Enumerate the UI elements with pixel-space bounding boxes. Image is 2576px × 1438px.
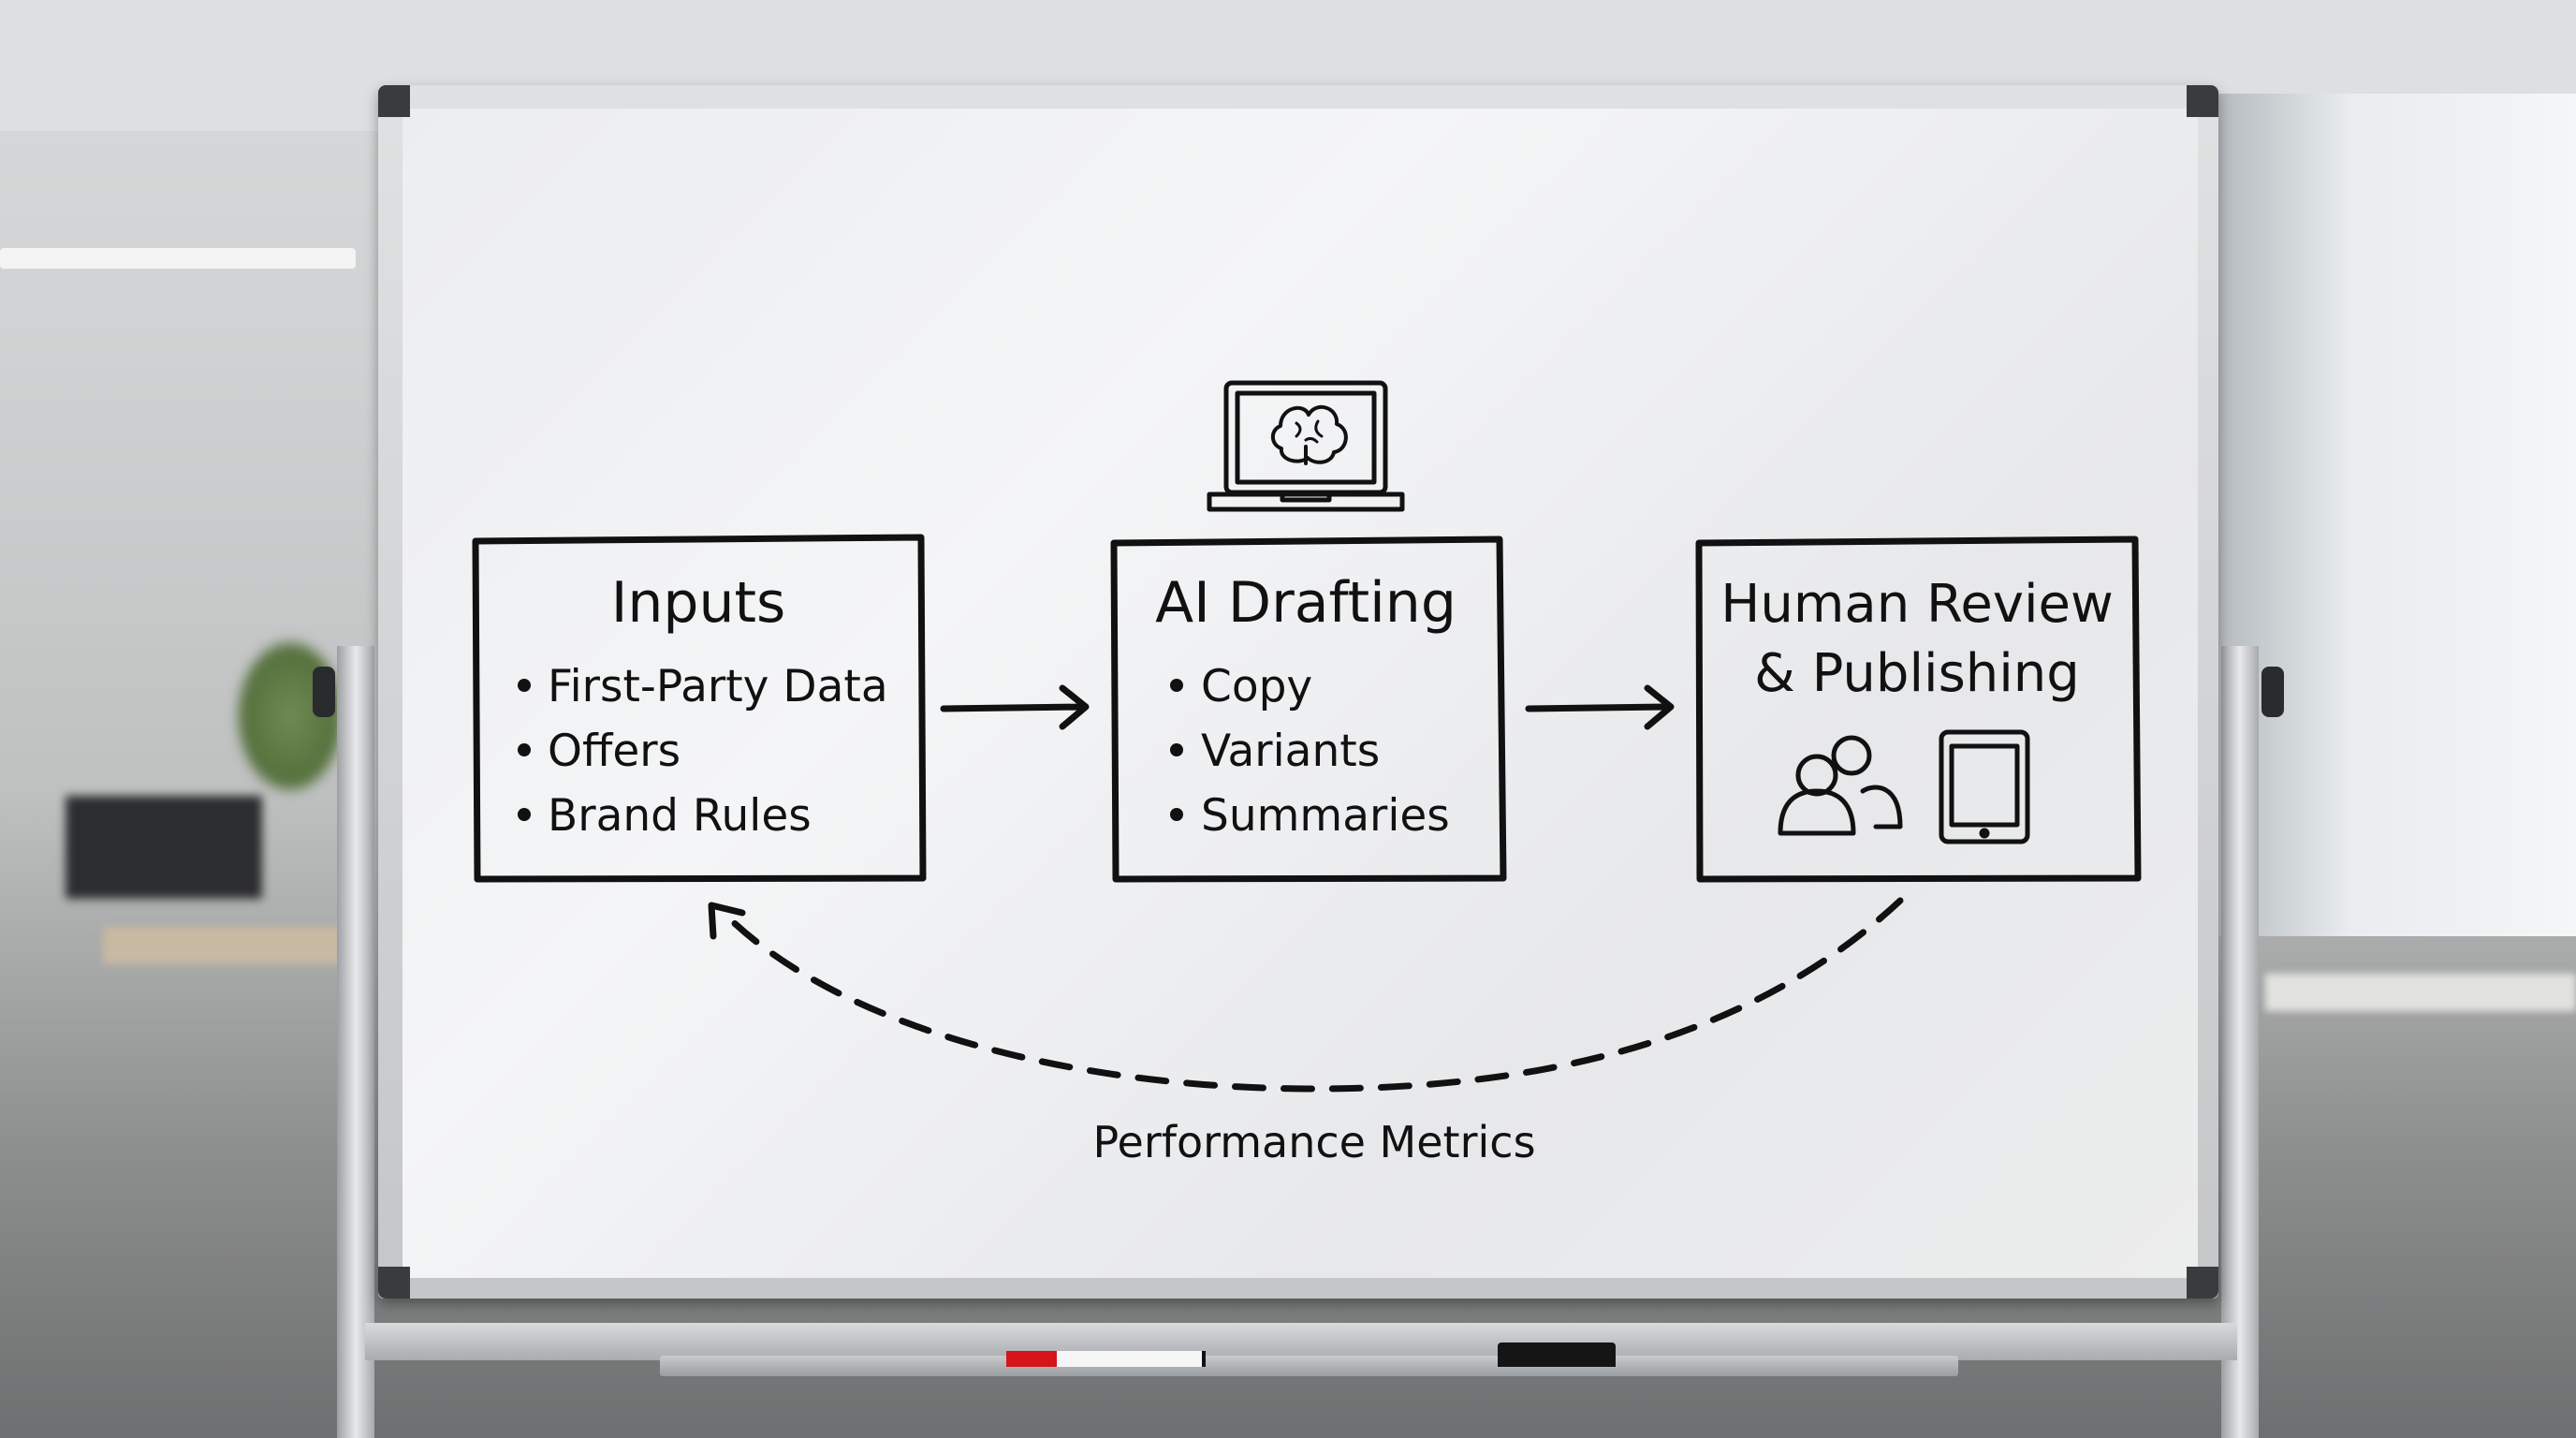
red-marker-cap[interactable] bbox=[1006, 1351, 1057, 1367]
marker-tray bbox=[365, 1323, 2237, 1360]
node-item: Summaries bbox=[1201, 790, 1450, 842]
node-title-ai-drafting: AI Drafting bbox=[1155, 570, 1456, 636]
human-review-box bbox=[1695, 536, 2142, 883]
stand-leg-right bbox=[2221, 646, 2259, 1438]
arrow-ai-to-review bbox=[1525, 684, 1675, 730]
feedback-dashed-arrow bbox=[722, 897, 1904, 1093]
frame-corner bbox=[378, 1267, 410, 1299]
node-item: Variants bbox=[1201, 726, 1380, 777]
node-title-inputs: Inputs bbox=[611, 570, 786, 636]
eraser[interactable] bbox=[1498, 1343, 1616, 1367]
office-window bbox=[2202, 94, 2576, 936]
background-monitor bbox=[66, 796, 262, 899]
frame-corner bbox=[378, 85, 410, 117]
background-desk bbox=[2265, 974, 2576, 1011]
feedback-label: Performance Metrics bbox=[1092, 1117, 1535, 1167]
frame-corner bbox=[2187, 1267, 2218, 1299]
node-item: Offers bbox=[548, 726, 681, 777]
tablet-icon bbox=[1939, 729, 2030, 844]
frame-corner bbox=[2187, 85, 2218, 117]
pivot-knob-right bbox=[2261, 667, 2284, 717]
node-item: First-Party Data bbox=[548, 661, 888, 712]
bullet bbox=[518, 679, 531, 692]
ai-drafting-box bbox=[1110, 536, 1507, 883]
bullet bbox=[1170, 743, 1183, 756]
laptop-brain-icon bbox=[1207, 380, 1405, 512]
red-marker[interactable] bbox=[1057, 1351, 1206, 1367]
feedback-arrowhead bbox=[708, 902, 746, 940]
inputs-box bbox=[472, 534, 927, 883]
background-desk bbox=[103, 927, 346, 964]
bullet bbox=[518, 808, 531, 821]
node-item: Brand Rules bbox=[548, 790, 812, 842]
bullet bbox=[518, 743, 531, 756]
node-item: Copy bbox=[1201, 661, 1312, 712]
whiteboard-surface bbox=[402, 109, 2198, 1278]
node-title-human-review: Human Review bbox=[1720, 574, 2114, 635]
people-icon bbox=[1778, 735, 1903, 836]
node-title-publishing: & Publishing bbox=[1754, 643, 2080, 704]
pivot-knob-left bbox=[313, 667, 335, 717]
stand-leg-left bbox=[337, 646, 374, 1438]
bullet bbox=[1170, 679, 1183, 692]
ceiling-light bbox=[0, 248, 356, 269]
bullet bbox=[1170, 808, 1183, 821]
tray-rail bbox=[660, 1356, 1958, 1376]
arrow-inputs-to-ai bbox=[940, 684, 1090, 730]
